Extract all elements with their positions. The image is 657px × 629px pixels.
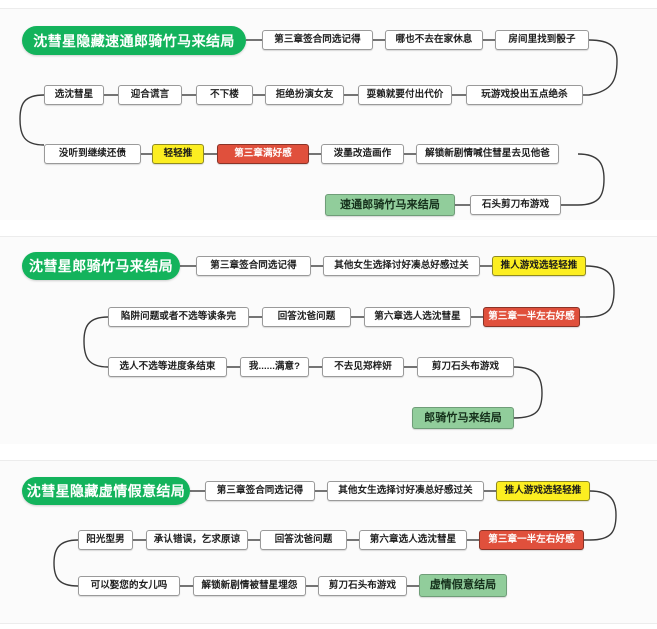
s2r2-node-2[interactable]: 回答沈爸问题 xyxy=(262,307,351,327)
s3-ending-node[interactable]: 虚情假意结局 xyxy=(419,574,507,597)
section-2-root-node[interactable]: 沈彗星郎骑竹马来结局 xyxy=(22,252,180,280)
s2r3-node-3[interactable]: 不去见郑梓妍 xyxy=(322,357,404,377)
s1r3-node-5[interactable]: 解锁新剧情喊住彗星去见他爸 xyxy=(416,144,559,164)
gap-2 xyxy=(0,444,657,460)
s2r3-node-4[interactable]: 剪刀石头布游戏 xyxy=(417,357,514,377)
s2-ending-node[interactable]: 郎骑竹马来结局 xyxy=(412,407,514,429)
s1r2-node-6[interactable]: 玩游戏投出五点绝杀 xyxy=(466,85,583,105)
section-3-root-node[interactable]: 沈彗星隐藏虚情假意结局 xyxy=(22,477,190,505)
s2r3-node-1[interactable]: 选人不选等进度条结束 xyxy=(108,357,227,377)
s2r1-node-2[interactable]: 其他女生选择讨好凑总好感过关 xyxy=(323,256,480,276)
section-3: 沈彗星隐藏虚情假意结局 第三章签合同选记得 其他女生选择讨好凑总好感过关 推人游… xyxy=(0,460,657,624)
s1r1-node-2[interactable]: 哪也不去在家休息 xyxy=(385,30,483,50)
s3r3-node-1[interactable]: 可以娶您的女儿吗 xyxy=(78,576,180,596)
s2r2-node-4-highlight[interactable]: 第三章一半左右好感 xyxy=(483,307,580,327)
s1r3-node-2-highlight[interactable]: 轻轻推 xyxy=(152,144,204,164)
s3r2-node-2[interactable]: 承认错误，乞求原谅 xyxy=(146,530,248,550)
section-2: 沈彗星郎骑竹马来结局 第三章签合同选记得 其他女生选择讨好凑总好感过关 推人游戏… xyxy=(0,236,657,446)
section-1-root-node[interactable]: 沈彗星隐藏速通郎骑竹马来结局 xyxy=(22,26,246,55)
s2r3-node-2[interactable]: 我......满意? xyxy=(240,357,309,377)
s1r2-node-4[interactable]: 拒绝扮演女友 xyxy=(265,85,344,105)
s3r2-node-1[interactable]: 阳光型男 xyxy=(78,530,133,550)
s1r2-node-3[interactable]: 不下楼 xyxy=(196,85,253,105)
s3r3-node-3[interactable]: 剪刀石头布游戏 xyxy=(318,576,407,596)
s1r2-node-5[interactable]: 耍赖就要付出代价 xyxy=(358,85,452,105)
s3r2-node-3[interactable]: 回答沈爸问题 xyxy=(260,530,347,550)
s2r1-node-1[interactable]: 第三章签合同选记得 xyxy=(196,256,311,276)
s1r4-node-2[interactable]: 石头剪刀布游戏 xyxy=(470,195,561,215)
s3r1-node-3-highlight[interactable]: 推人游戏选轻轻推 xyxy=(496,481,590,501)
s1r3-node-1[interactable]: 没听到继续还债 xyxy=(44,144,141,164)
s3r2-node-4[interactable]: 第六章选人选沈彗星 xyxy=(359,530,467,550)
s2r1-node-3-highlight[interactable]: 推人游戏选轻轻推 xyxy=(492,256,586,276)
gap-1 xyxy=(0,220,657,236)
section-1: 沈彗星隐藏速通郎骑竹马来结局 第三章签合同选记得 哪也不去在家休息 房间里找到骰… xyxy=(0,8,657,222)
s2r2-node-1[interactable]: 陷阱问题或者不选等读条完 xyxy=(108,307,249,327)
s1r2-node-2[interactable]: 迎合谎言 xyxy=(118,85,182,105)
s1r1-node-1[interactable]: 第三章签合同选记得 xyxy=(262,30,373,50)
s3r3-node-2[interactable]: 解锁新剧情被彗星埋怨 xyxy=(193,576,306,596)
top-spacer xyxy=(0,0,657,8)
s3r1-node-2[interactable]: 其他女生选择讨好凑总好感过关 xyxy=(327,481,484,501)
s3r1-node-1[interactable]: 第三章签合同选记得 xyxy=(205,481,315,501)
s1r1-node-3[interactable]: 房间里找到骰子 xyxy=(495,30,589,50)
s2r2-node-3[interactable]: 第六章选人选沈彗星 xyxy=(364,307,471,327)
s1r2-node-1[interactable]: 选沈彗星 xyxy=(44,85,104,105)
s1r4-ending-node[interactable]: 速通郎骑竹马来结局 xyxy=(325,194,455,216)
s1r3-node-3-highlight[interactable]: 第三章满好感 xyxy=(217,144,309,164)
s1r3-node-4[interactable]: 泼墨改造画作 xyxy=(321,144,404,164)
s3r2-node-5-highlight[interactable]: 第三章一半左右好感 xyxy=(479,530,584,550)
